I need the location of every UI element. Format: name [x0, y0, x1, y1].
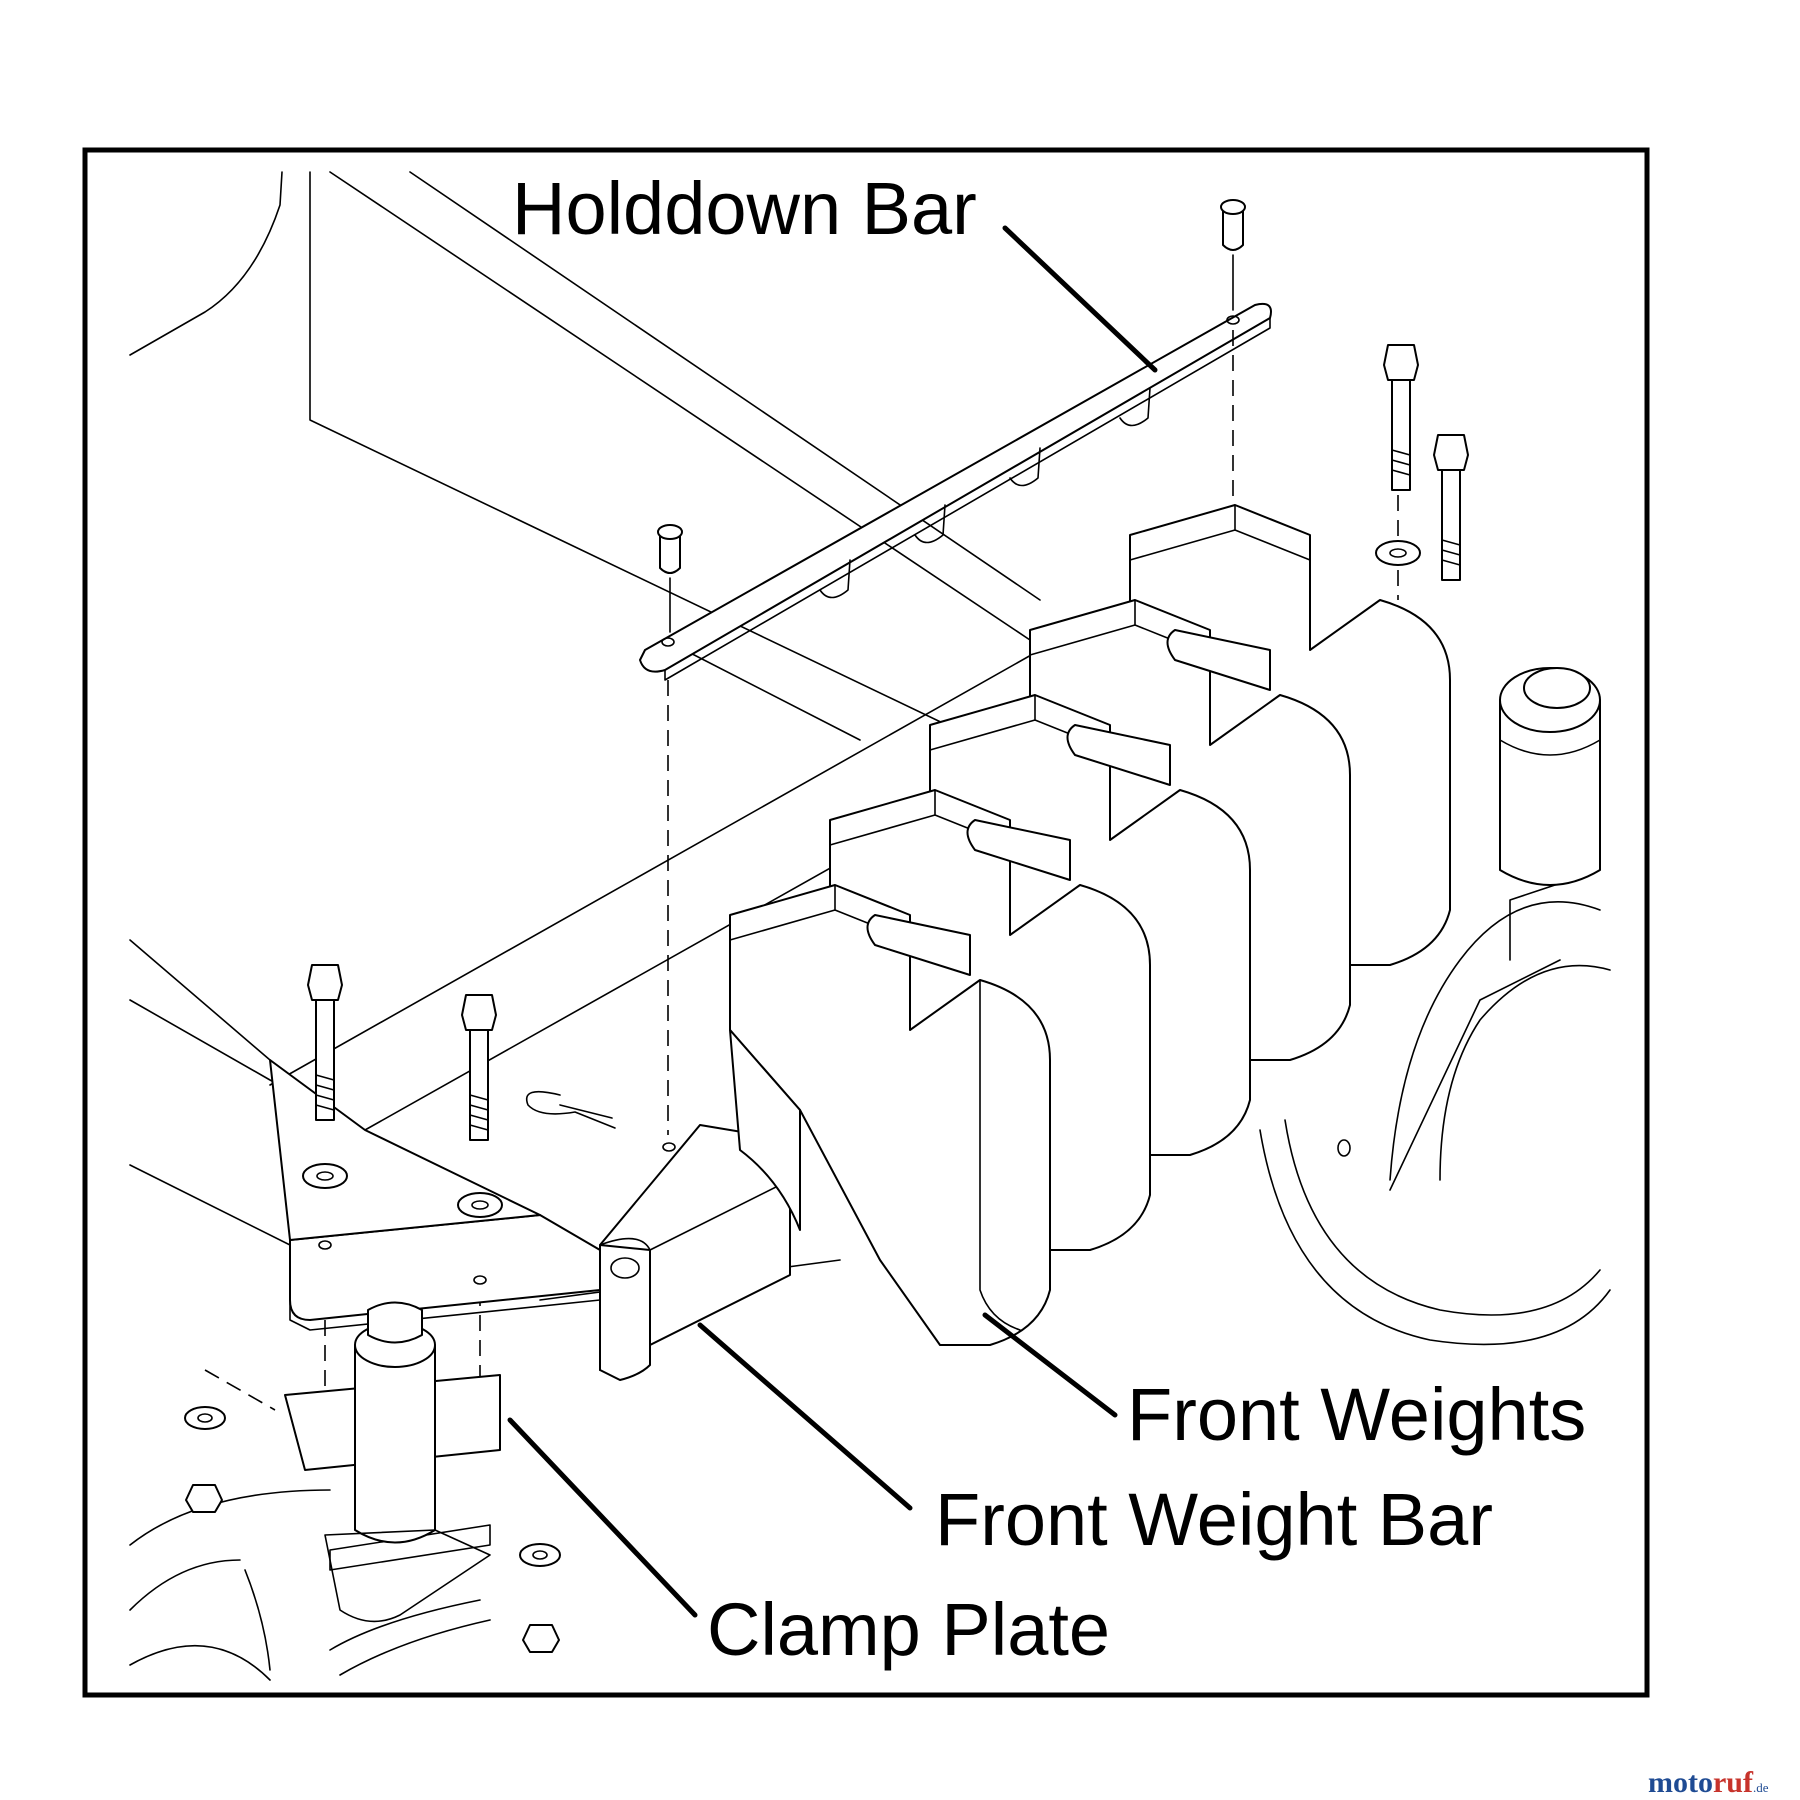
label-front-weight-bar: Front Weight Bar — [935, 1478, 1493, 1561]
watermark-part1: moto — [1648, 1766, 1713, 1799]
leader-lines — [507, 225, 1158, 1618]
hex-bolt-1 — [307, 964, 343, 1121]
washers — [184, 540, 1421, 1567]
front-wheel — [129, 1489, 491, 1681]
hex-bolt-4 — [1433, 434, 1469, 581]
hex-bolt-2 — [461, 994, 497, 1141]
diagram-frame — [82, 147, 1650, 1698]
front-weight-1 — [729, 884, 1051, 1346]
label-front-weights: Front Weights — [1127, 1373, 1586, 1456]
lock-nuts — [185, 1484, 560, 1653]
clamp-plate — [289, 1214, 601, 1331]
label-clamp-plate: Clamp Plate — [707, 1588, 1110, 1671]
leader-holddown-bar — [1002, 225, 1158, 373]
watermark-tld: .de — [1753, 1780, 1769, 1795]
leader-clamp-plate — [507, 1417, 698, 1618]
clevis-pin-right — [1220, 199, 1246, 311]
leader-front-weight-bar — [697, 1322, 913, 1511]
hex-bolt-3 — [1383, 344, 1419, 491]
watermark-part2: ruf — [1713, 1766, 1754, 1799]
right-spindle — [1499, 667, 1601, 886]
watermark: motoruf.de — [1648, 1766, 1769, 1799]
holddown-bar — [639, 302, 1272, 681]
label-holddown-bar: Holddown Bar — [512, 167, 977, 250]
hair-pin-clip — [525, 1090, 616, 1129]
front-weights — [729, 504, 1451, 1346]
leader-front-weights — [982, 1312, 1118, 1418]
clevis-pin-left — [657, 524, 683, 633]
spindle — [324, 1301, 491, 1623]
